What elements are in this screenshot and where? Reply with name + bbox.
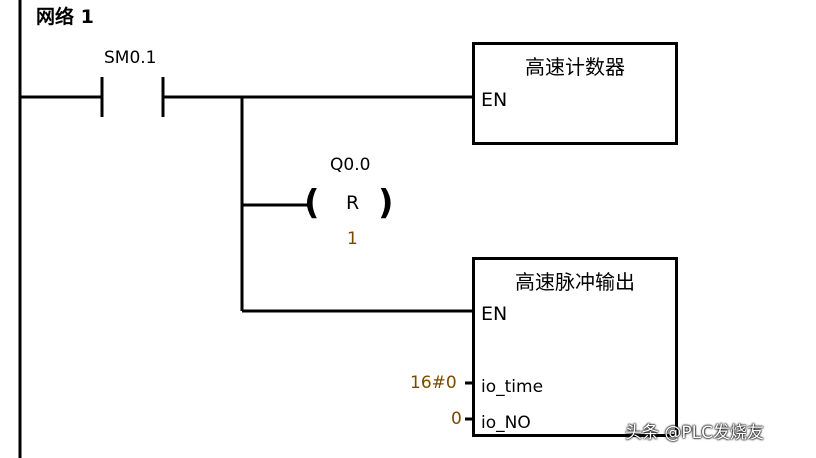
coil-address[interactable]: Q0.0	[330, 155, 371, 175]
network-title: 网络 1	[36, 6, 94, 28]
coil-type: R	[346, 192, 360, 214]
pls-en-pin: EN	[481, 303, 508, 325]
hsc-block-title: 高速计数器	[525, 55, 625, 79]
io-time-value[interactable]: 16#0	[410, 373, 457, 393]
pls-block-title: 高速脉冲输出	[515, 270, 635, 294]
hsc-block[interactable]: 高速计数器 EN	[472, 42, 678, 145]
io-no-value[interactable]: 0	[451, 409, 462, 429]
hsc-en-pin: EN	[481, 89, 508, 111]
pls-io-no-pin: io_NO	[481, 413, 531, 433]
pls-io-time-pin: io_time	[481, 377, 544, 397]
coil-count[interactable]: 1	[347, 229, 358, 249]
watermark-text: 头条 @PLC发烧友	[625, 423, 764, 443]
contact-address[interactable]: SM0.1	[104, 48, 157, 68]
coil-right-paren: )	[378, 183, 394, 223]
pls-block[interactable]: 高速脉冲输出 EN io_time io_NO	[472, 257, 678, 437]
coil-left-paren: (	[304, 183, 320, 223]
